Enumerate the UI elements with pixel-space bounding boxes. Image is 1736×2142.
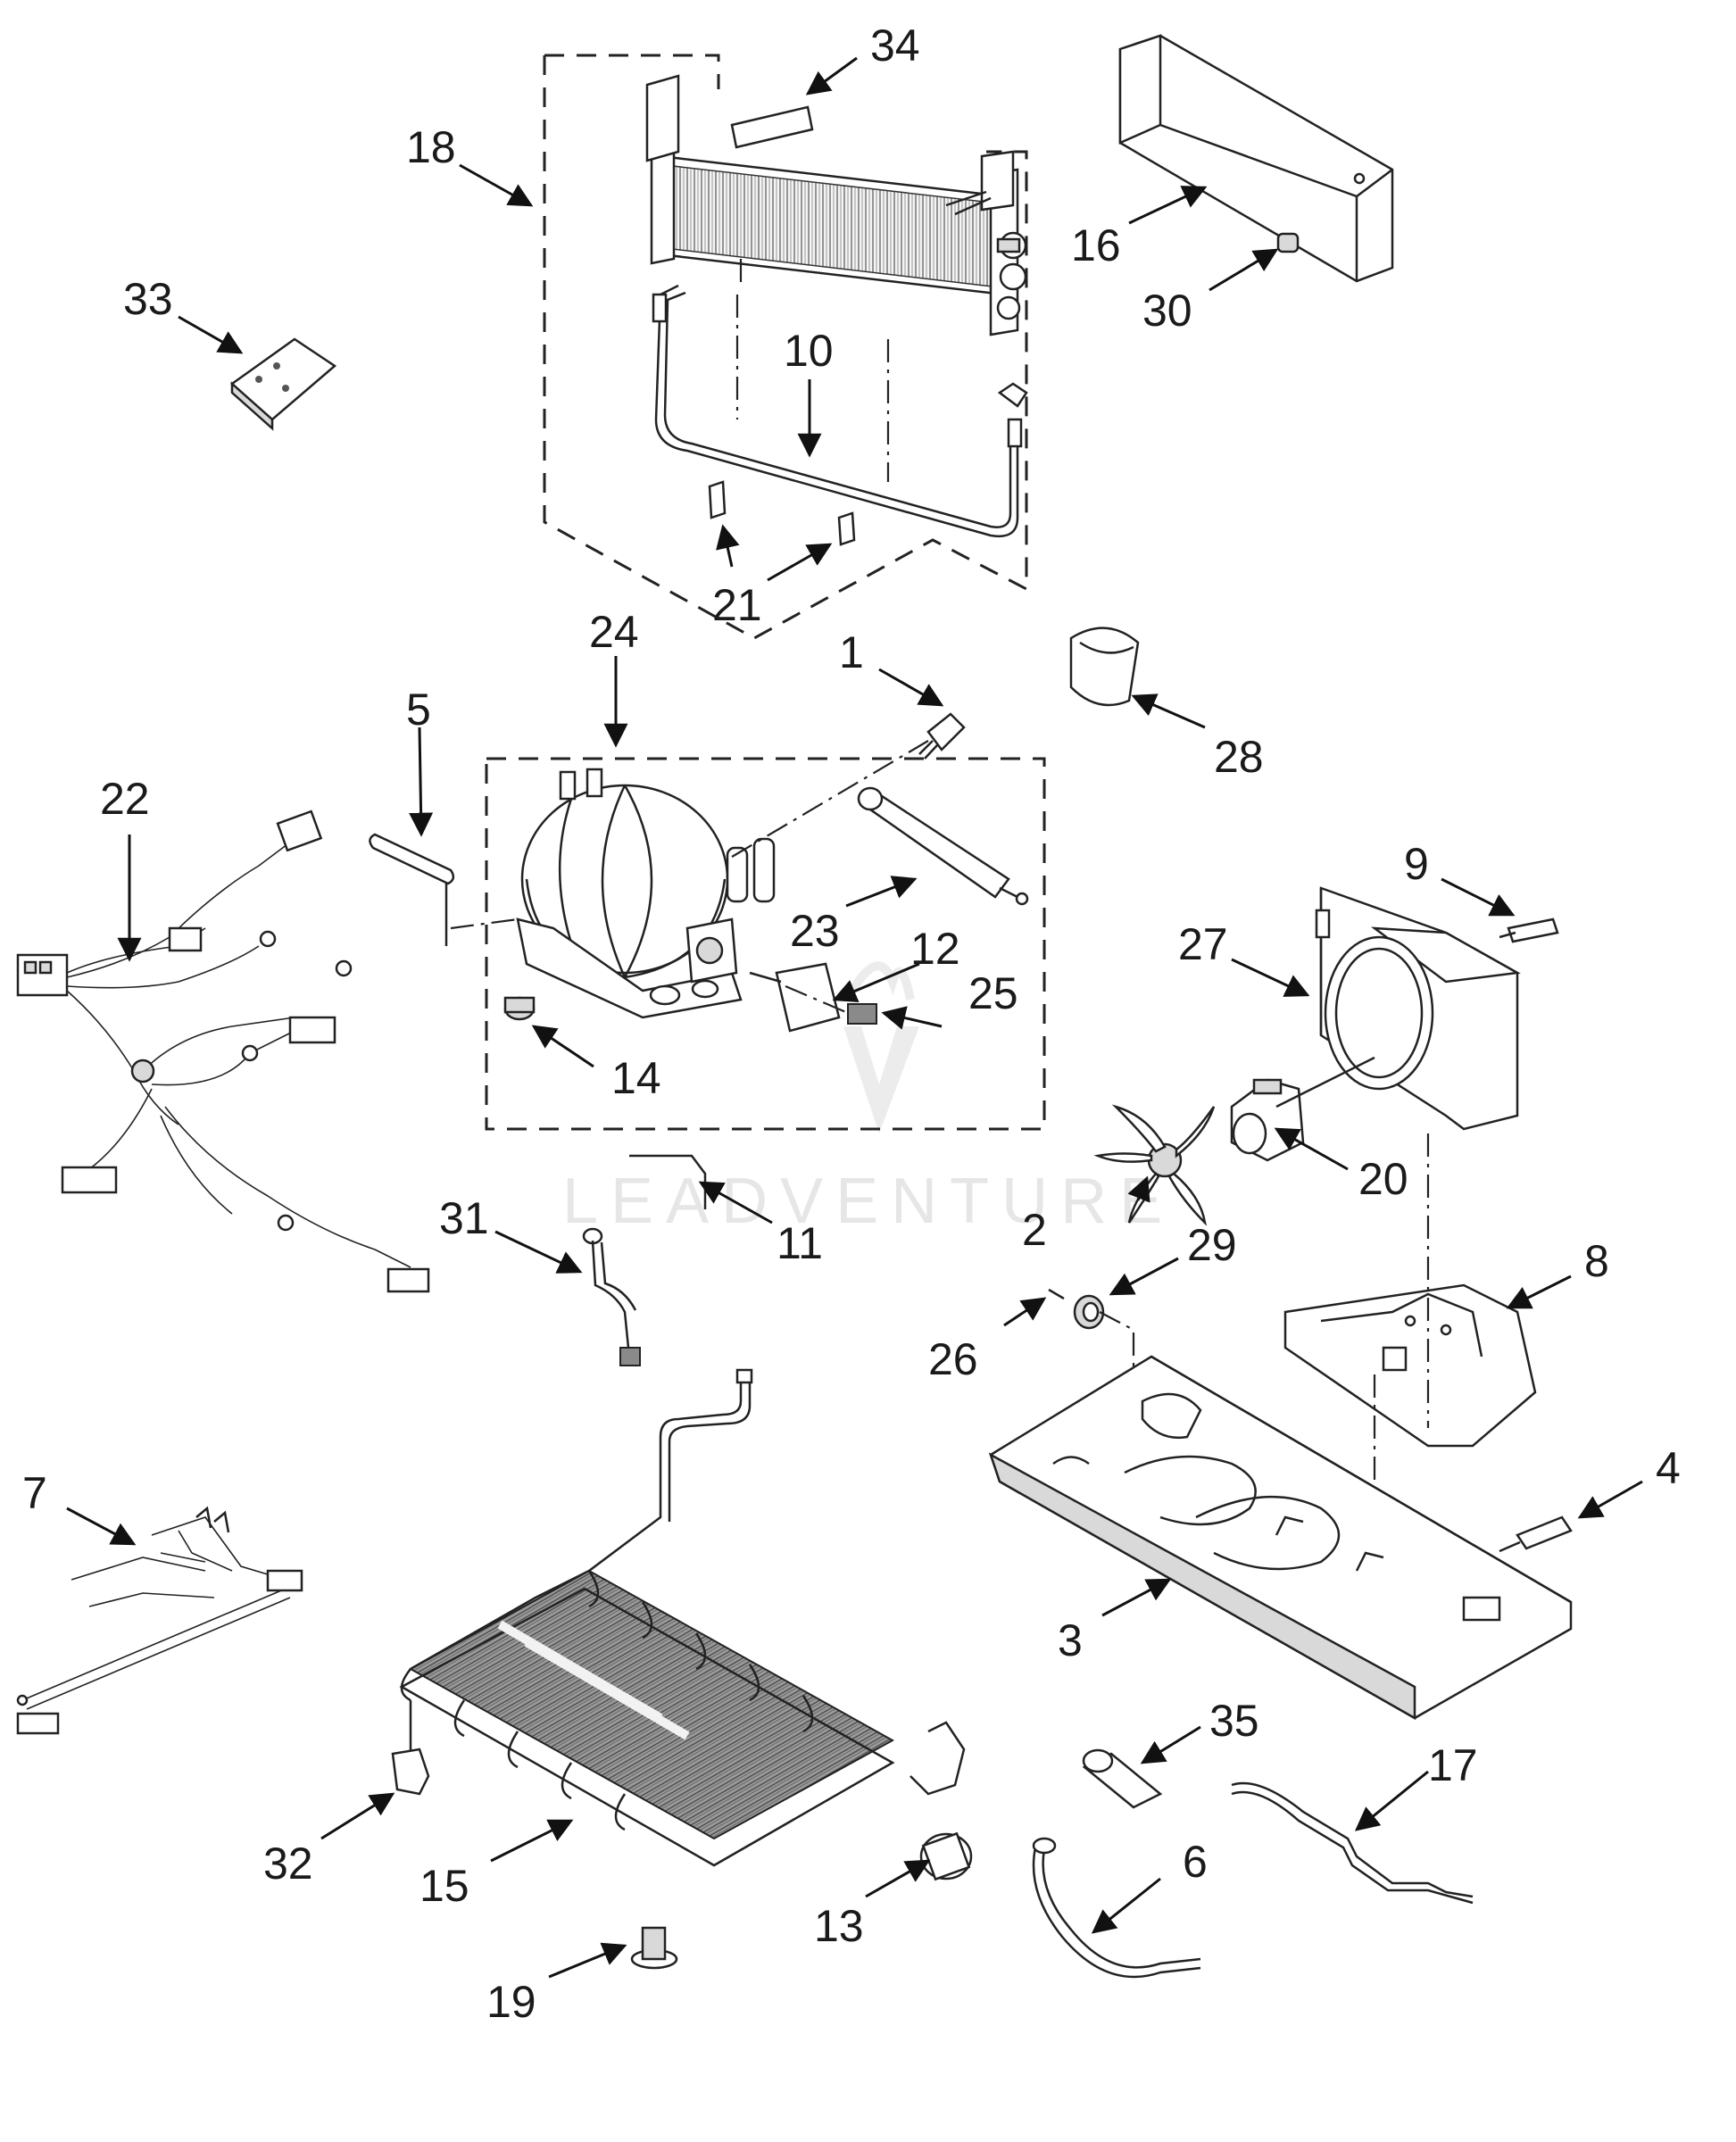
wire-harness-7 — [16, 1506, 303, 1735]
drier-23 — [857, 786, 1029, 906]
callout-3: 3 — [1058, 1615, 1083, 1665]
part-35 — [1082, 1748, 1163, 1809]
tube-17 — [1231, 1781, 1474, 1905]
cover-16 — [1118, 34, 1394, 283]
clip-21a — [708, 480, 727, 519]
callout-22: 22 — [100, 774, 150, 824]
callout-16: 16 — [1071, 220, 1121, 270]
callout-11: 11 — [777, 1218, 823, 1268]
bracket-8 — [1283, 1283, 1537, 1448]
callout-30: 30 — [1142, 286, 1192, 336]
pin-26 — [1048, 1288, 1065, 1300]
fan-shroud-27 — [1315, 886, 1521, 1131]
base-plate-3 — [988, 1355, 1573, 1721]
evaporator-coil — [645, 74, 1027, 336]
callout-28: 28 — [1214, 732, 1264, 782]
relay-12 — [749, 962, 841, 1033]
clip-21b — [837, 511, 856, 546]
sensor-19 — [630, 1926, 678, 1970]
grommet-14 — [503, 996, 536, 1021]
callout-31: 31 — [439, 1193, 489, 1243]
label-34-part — [730, 105, 814, 149]
watermark-text: LEADVENTURE — [562, 1166, 1175, 1237]
callout-5: 5 — [406, 685, 431, 735]
screw-4 — [1499, 1515, 1573, 1553]
strap-5 — [369, 833, 455, 946]
grommet-30 — [1276, 232, 1300, 253]
part-13 — [919, 1831, 973, 1881]
callout-labels: 34 18 33 16 30 10 21 24 1 28 5 22 23 12 … — [22, 21, 1681, 2027]
control-board-33 — [229, 337, 337, 431]
callout-20: 20 — [1358, 1154, 1408, 1204]
callout-34: 34 — [870, 21, 920, 71]
compressor — [516, 768, 776, 1019]
callout-35: 35 — [1209, 1696, 1259, 1746]
callout-4: 4 — [1656, 1443, 1681, 1493]
callout-9: 9 — [1404, 839, 1429, 889]
screw-9 — [1499, 917, 1559, 943]
callout-27: 27 — [1178, 919, 1228, 969]
overload-25 — [847, 1003, 877, 1025]
callout-23: 23 — [790, 906, 840, 956]
evaporator-assembly — [543, 54, 1028, 640]
callout-7: 7 — [22, 1468, 47, 1518]
callout-1: 1 — [839, 627, 864, 677]
callout-arrows — [66, 56, 1643, 1979]
callout-25: 25 — [968, 968, 1018, 1018]
tube-6 — [1032, 1837, 1201, 1979]
callout-15: 15 — [419, 1861, 469, 1911]
condenser-15 — [399, 1368, 966, 1867]
callout-26: 26 — [928, 1334, 978, 1384]
harness-31 — [582, 1227, 641, 1366]
callout-33: 33 — [123, 274, 173, 324]
callout-13: 13 — [814, 1901, 864, 1951]
grommet-29 — [1073, 1294, 1105, 1330]
callout-21: 21 — [712, 580, 762, 630]
callout-18: 18 — [406, 122, 456, 172]
callout-10: 10 — [784, 326, 834, 376]
callout-14: 14 — [611, 1053, 661, 1103]
compressor-assembly — [450, 740, 1046, 1131]
wiring-harness-22 — [16, 809, 430, 1293]
clip-32 — [391, 1748, 430, 1796]
defrost-heater — [652, 284, 1028, 538]
callout-2: 2 — [1022, 1205, 1047, 1255]
screw-1 — [918, 712, 966, 760]
callout-8: 8 — [1584, 1236, 1609, 1286]
callout-29: 29 — [1187, 1220, 1237, 1270]
callout-12: 12 — [910, 924, 960, 974]
callout-6: 6 — [1183, 1837, 1208, 1887]
watermark: LEADVENTURE — [562, 961, 1175, 1237]
clamp-28 — [1069, 627, 1140, 707]
callout-19: 19 — [486, 1977, 536, 2027]
callout-17: 17 — [1428, 1740, 1478, 1790]
callout-32: 32 — [263, 1839, 313, 1889]
callout-24: 24 — [589, 607, 639, 657]
